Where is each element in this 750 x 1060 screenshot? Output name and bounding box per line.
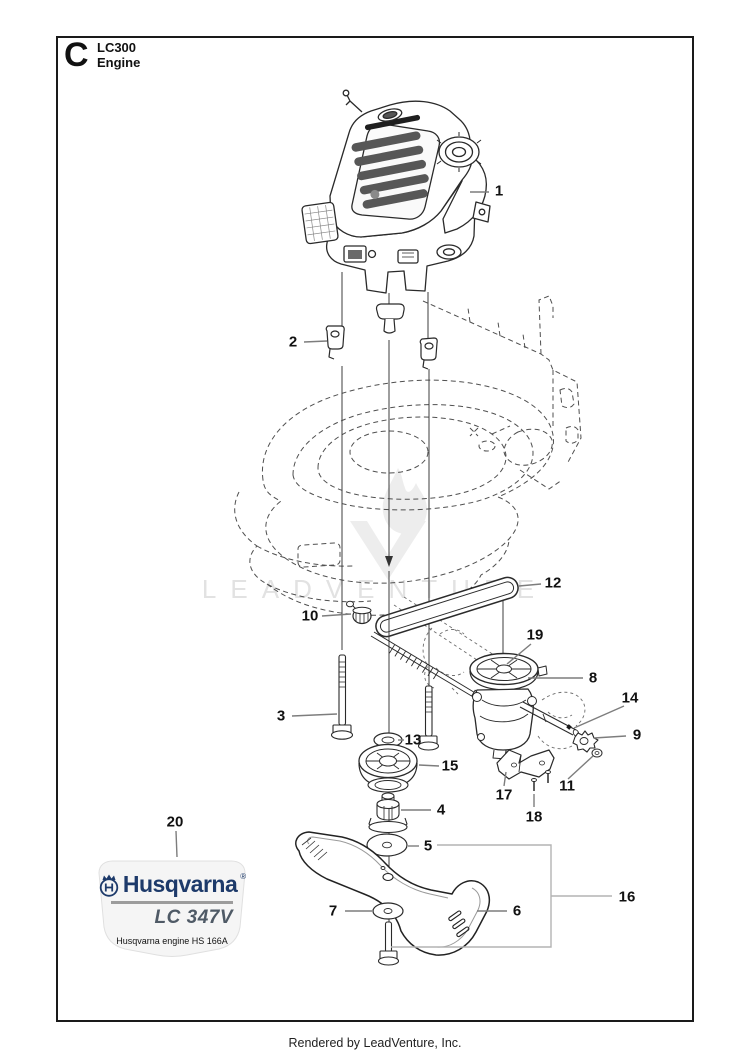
callout-19[interactable]: 19	[526, 626, 544, 644]
transmission	[469, 652, 603, 760]
callout-5[interactable]: 5	[423, 837, 433, 855]
diagram-frame	[56, 36, 694, 1022]
callout-12[interactable]: 12	[544, 574, 562, 592]
callout-17[interactable]: 17	[495, 786, 513, 804]
model-label: LC300	[97, 40, 137, 55]
engine-mount-clips	[325, 303, 438, 370]
section-title: Engine	[97, 55, 141, 70]
decal-plate-shape	[98, 860, 246, 957]
callout-3[interactable]: 3	[276, 707, 286, 725]
callout-14[interactable]: 14	[621, 689, 639, 707]
render-credit: Rendered by LeadVenture, Inc.	[288, 1036, 462, 1050]
callout-11[interactable]: 11	[559, 777, 575, 795]
leader-lines	[175, 191, 627, 912]
husqvarna-crown-icon	[99, 874, 119, 897]
callout-4[interactable]: 4	[436, 801, 446, 819]
badge-engine-note: Husqvarna engine HS 166A	[116, 936, 228, 946]
callout-20[interactable]: 20	[166, 813, 184, 831]
assembly-arrow	[385, 556, 393, 567]
blade-hardware	[372, 902, 404, 966]
callout-15[interactable]: 15	[441, 757, 459, 775]
callout-8[interactable]: 8	[588, 669, 598, 687]
callout-9[interactable]: 9	[632, 726, 642, 744]
engine-decal: Husqvarna® LC 347V Husqvarna engine HS 1…	[92, 855, 252, 961]
registered-trademark: ®	[240, 872, 247, 881]
engine-mount-bolts	[330, 654, 440, 751]
section-letter: C	[64, 36, 89, 74]
husqvarna-logo: Husqvarna®	[92, 871, 252, 898]
callout-1[interactable]: 1	[494, 182, 504, 200]
callout-16[interactable]: 16	[618, 888, 636, 906]
engine-illustration	[301, 89, 491, 294]
callout-13[interactable]: 13	[404, 731, 422, 749]
spindle-stack	[358, 732, 418, 857]
callout-10[interactable]: 10	[301, 607, 319, 625]
callout-18[interactable]: 18	[525, 808, 543, 826]
drive-belt	[375, 576, 519, 638]
blade	[295, 831, 490, 956]
badge-model-text: LC 347V	[154, 907, 233, 928]
badge-brand-text: Husqvarna	[122, 871, 238, 897]
transmission-bracket	[496, 749, 555, 791]
watermark-logo-icon	[350, 468, 427, 580]
callout-7[interactable]: 7	[328, 902, 338, 920]
mower-deck-outline	[234, 295, 582, 616]
badge-divider	[111, 901, 233, 904]
callout-6[interactable]: 6	[512, 902, 522, 920]
callout-2[interactable]: 2	[288, 333, 298, 351]
group-box-16	[391, 844, 612, 948]
